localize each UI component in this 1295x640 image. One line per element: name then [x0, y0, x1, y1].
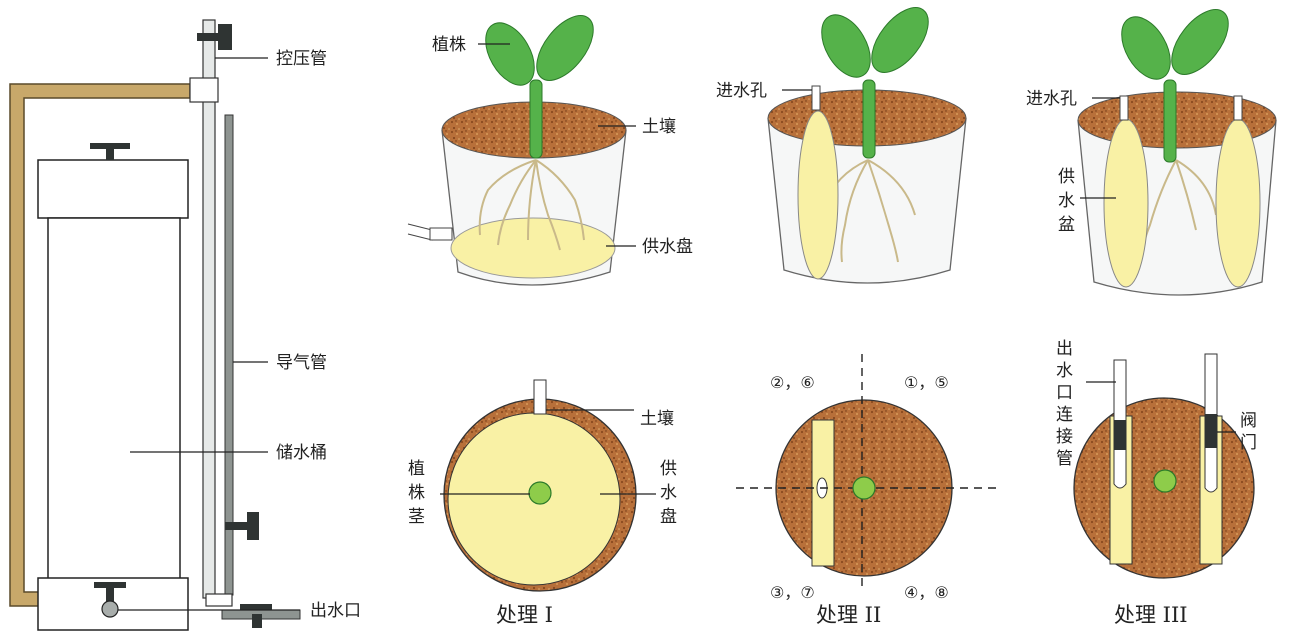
- top-valve-icon: [197, 33, 219, 41]
- label-basin-2: 水: [1058, 191, 1075, 211]
- pot1-dish: [451, 218, 615, 278]
- pot3-basin-left: [1104, 119, 1148, 287]
- tv3-outlet-5: 接: [1056, 427, 1073, 447]
- pot1-dish-inlet-cap: [430, 228, 452, 240]
- caption-treatment3: 处理 III: [1114, 603, 1188, 627]
- treatment1-topview: 土壤 植 株 茎 供 水 盘 处理 I: [408, 380, 677, 627]
- outlet-pipe-valve-stem: [252, 614, 262, 628]
- pot1-leaf-right-icon: [526, 6, 604, 91]
- tv1-label-dish-1: 供: [660, 459, 677, 479]
- bucket-lid: [38, 160, 188, 218]
- tv3-valve-left-icon: [1114, 420, 1126, 450]
- pot3-inlet-right: [1234, 96, 1242, 120]
- pot3-inlet-left: [1120, 96, 1128, 120]
- top-valve-handle: [218, 24, 232, 50]
- label-inlet-3: 进水孔: [1026, 89, 1077, 109]
- tv1-label-dish-3: 盘: [660, 507, 677, 527]
- lid-valve-icon: [90, 143, 130, 149]
- tv3-stem-icon: [1154, 470, 1176, 492]
- tv3-outlet-4: 连: [1056, 405, 1073, 425]
- treatment2-topview: ②，⑥ ①，⑤ ③，⑦ ④，⑧ 处理 II: [736, 354, 996, 627]
- label-soil: 土壤: [642, 116, 676, 137]
- label-dish: 供水盘: [642, 237, 693, 257]
- tv1-label-soil: 土壤: [640, 408, 674, 429]
- tv1-label-dish-2: 水: [660, 483, 677, 503]
- tv3-outlet-2: 水: [1056, 361, 1073, 381]
- tv3-outlet-3: 口: [1056, 383, 1073, 403]
- treatment3-topview: 出 水 口 连 接 管 阀 门 处理 III: [1056, 339, 1257, 627]
- tv2-quadrant-bottom-right: ④，⑧: [904, 583, 949, 602]
- pot1-stem: [530, 80, 542, 158]
- caption-treatment2: 处理 II: [816, 603, 881, 627]
- pot1-dish-inlet: [408, 224, 432, 240]
- water-bucket: [48, 218, 180, 580]
- tv2-stem-icon: [853, 477, 875, 499]
- treatment2-pot: 进水孔: [716, 0, 966, 283]
- label-plant: 植株: [432, 35, 466, 55]
- pot3-leaf-right-icon: [1161, 0, 1239, 84]
- tv1-inlet: [534, 380, 546, 414]
- tv3-valve-right-icon: [1205, 414, 1217, 448]
- label-inlet-2: 进水孔: [716, 81, 767, 101]
- tv2-quadrant-top-left: ②，⑥: [770, 373, 815, 392]
- outlet-valve-stem: [106, 588, 114, 602]
- control-tube: [203, 20, 215, 598]
- pot3-basin-right: [1216, 119, 1260, 287]
- mid-valve-handle: [247, 512, 259, 540]
- tv1-stem-icon: [529, 482, 551, 504]
- bottom-connector: [206, 594, 232, 606]
- tv3-outlet-1: 出: [1056, 339, 1073, 359]
- outlet-pipe-valve-icon: [240, 604, 272, 610]
- water-supply-apparatus: 控压管 导气管 储水桶 出水口: [10, 20, 361, 630]
- tv3-valve-1: 阀: [1240, 411, 1257, 431]
- pot2-inlet-tube: [812, 86, 820, 110]
- pot2-leaf-right-icon: [861, 0, 939, 82]
- pot2-stem: [863, 80, 875, 158]
- label-water-outlet: 出水口: [310, 601, 361, 621]
- treatment3-pot: 进水孔 供 水 盆: [1026, 0, 1276, 295]
- label-air-tube: 导气管: [276, 353, 327, 373]
- pot2-basin: [798, 111, 838, 279]
- mid-valve-icon: [225, 522, 249, 530]
- tv3-outlet-6: 管: [1056, 449, 1073, 469]
- treatment1-pot: 植株 土壤 供水盘: [408, 6, 693, 285]
- label-basin-1: 供: [1058, 167, 1075, 187]
- lid-valve-stem: [106, 149, 114, 160]
- pot2-leaf-left-icon: [812, 7, 881, 86]
- pot3-leaf-left-icon: [1112, 9, 1181, 88]
- label-water-bucket: 储水桶: [276, 443, 327, 463]
- tv2-quadrant-bottom-left: ③，⑦: [770, 583, 815, 602]
- top-connector: [190, 78, 218, 102]
- tv3-valve-2: 门: [1240, 433, 1257, 453]
- label-basin-3: 盆: [1058, 215, 1075, 235]
- tv1-label-stem-3: 茎: [408, 507, 425, 527]
- label-control-tube: 控压管: [276, 49, 327, 69]
- outlet-ball: [102, 601, 118, 617]
- caption-treatment1: 处理 I: [496, 603, 553, 627]
- tv1-label-stem-2: 株: [408, 483, 425, 503]
- outlet-valve-icon: [94, 582, 126, 588]
- tv1-label-stem-1: 植: [408, 459, 425, 479]
- pot3-stem: [1164, 80, 1176, 162]
- tv2-quadrant-top-right: ①，⑤: [904, 373, 949, 392]
